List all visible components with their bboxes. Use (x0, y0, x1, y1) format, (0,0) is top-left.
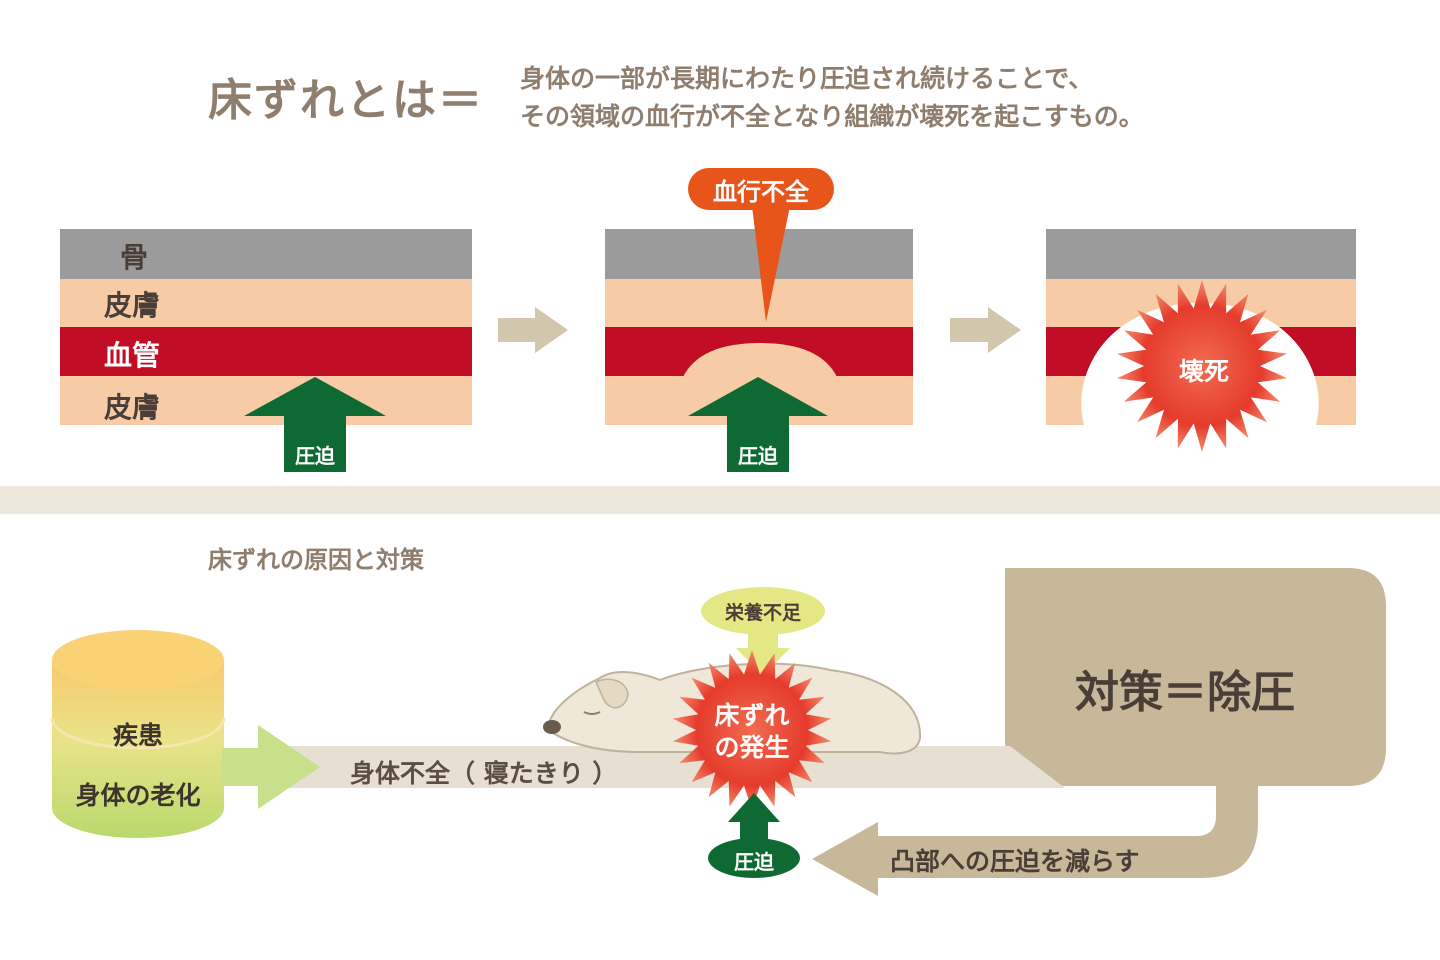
stage3-tissue-block (1046, 229, 1356, 452)
nutrition-callout (701, 587, 825, 676)
occurrence-label-line-2: の発生 (714, 733, 790, 762)
cause-aging-label: 身体の老化 (75, 781, 201, 810)
stage2-compressed-bulge (683, 343, 837, 377)
countermeasure-label: 対策＝除圧 (1075, 667, 1295, 718)
stage2-tissue-block (605, 229, 913, 425)
bedridden-band (285, 746, 1065, 788)
cause-disease-label: 疾患 (112, 721, 163, 750)
occurrence-burst (672, 650, 832, 810)
stage1-skin-top-layer (60, 279, 472, 327)
stage3-bone-layer (1046, 229, 1356, 279)
stage-arrow-2 (950, 307, 1021, 353)
bottom-pressure-arrow (708, 793, 800, 878)
stage1-skin-bottom-layer (60, 376, 472, 425)
stage2-skin-top-layer (605, 279, 913, 327)
stage2-pressure-arrow (688, 377, 828, 472)
bedridden-label: 身体不全（ 寝たきり ） (350, 759, 618, 788)
vessel-label: 血管 (104, 339, 161, 372)
bone-label: 骨 (120, 241, 149, 274)
bottom-pressure-label: 圧迫 (734, 850, 774, 874)
stage1-pressure-arrow (244, 377, 386, 472)
skin-top-label: 皮膚 (104, 289, 161, 322)
reduce-pressure-label: 凸部への圧迫を減らす (890, 847, 1140, 876)
stage1-pressure-label: 圧迫 (295, 444, 335, 468)
definition-line-1: 身体の一部が長期にわたり圧迫され続けることで、 (520, 64, 1094, 93)
section-divider (0, 486, 1440, 514)
skin-bottom-label: 皮膚 (104, 391, 161, 424)
definition-text: 身体の一部が長期にわたり圧迫され続けることで、 その領域の血行が不全となり組織が… (520, 60, 1144, 136)
stage1-vessel-layer (60, 327, 472, 376)
occurrence-label-line-1: 床ずれ (714, 701, 790, 730)
nutrition-label: 栄養不足 (724, 602, 801, 624)
stage2-pressure-label: 圧迫 (738, 444, 778, 468)
stage2-callout (688, 168, 834, 322)
page-title: 床ずれとは＝ (208, 75, 484, 126)
stage1-tissue-block (60, 229, 472, 425)
definition-line-2: その領域の血行が不全となり組織が壊死を起こすもの。 (520, 102, 1144, 131)
countermeasure-box (870, 568, 1386, 878)
stage2-callout-label: 血行不全 (713, 178, 809, 206)
stage3-necrosis-burst (1116, 280, 1288, 452)
stage-arrow-1 (498, 307, 568, 353)
occurrence-label: 床ずれ の発生 (690, 700, 814, 764)
cause-arrow (222, 725, 320, 809)
causes-section-title: 床ずれの原因と対策 (208, 546, 424, 574)
stage3-necrosis-label: 壊死 (1178, 357, 1229, 386)
return-arrowhead (812, 822, 878, 896)
cause-cylinder (50, 630, 226, 838)
stage1-bone-layer (60, 229, 472, 279)
